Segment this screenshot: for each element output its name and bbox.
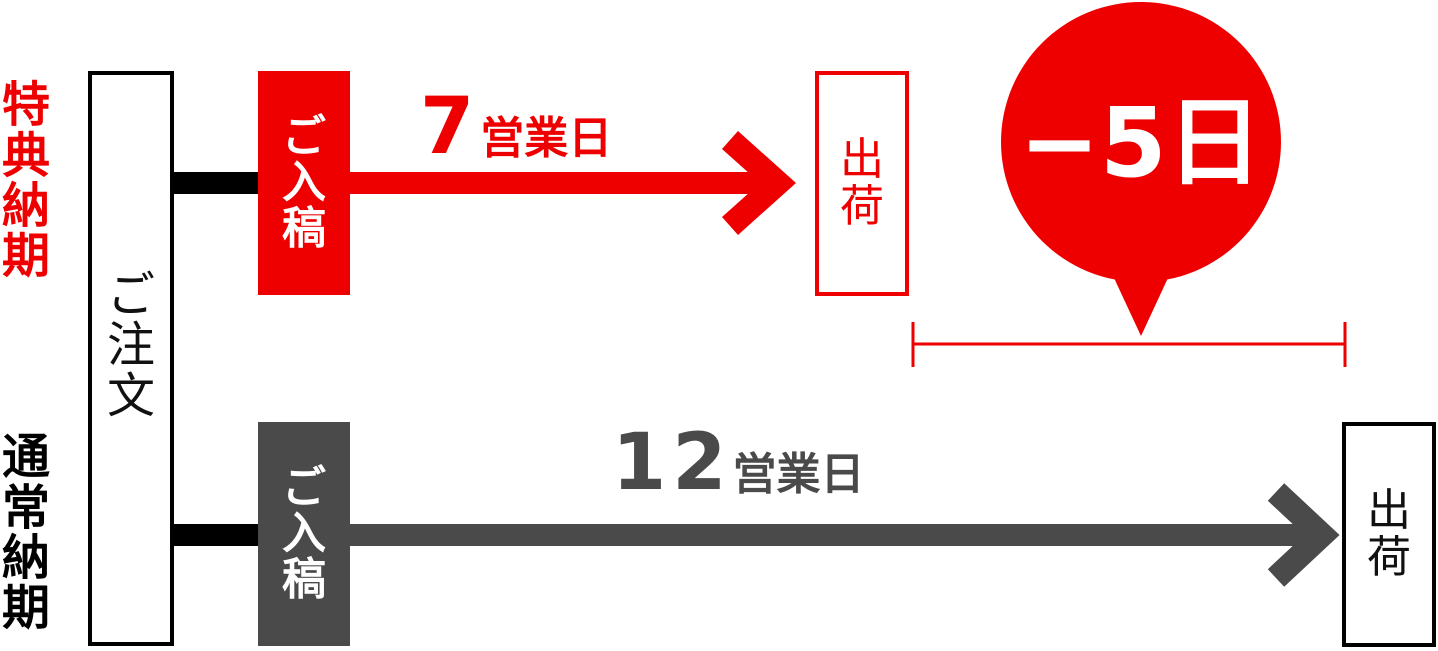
badge-text: −5日: [1019, 87, 1263, 199]
special-days-label: 7 営業日: [420, 82, 612, 172]
special-delivery-label: 特 典 納 期: [1, 77, 50, 285]
difference-bracket: [911, 322, 1347, 367]
normal-submit-label: ご 入 稿: [282, 461, 326, 606]
special-days-unit: 営業日: [480, 113, 613, 164]
badge-pin: [1001, 2, 1281, 336]
special-days-number: 7: [420, 82, 481, 172]
normal-ship-label: 出 荷: [1367, 485, 1411, 583]
normal-ship-box: 出 荷: [1342, 422, 1436, 647]
special-connector: [174, 172, 260, 194]
special-ship-label: 出 荷: [840, 134, 884, 232]
normal-connector: [174, 524, 260, 546]
special-submit-box: ご 入 稿: [258, 71, 350, 295]
special-ship-box: 出 荷: [815, 71, 909, 296]
order-label: ご 注 文: [106, 267, 155, 424]
normal-arrow: [350, 483, 1340, 587]
normal-delivery-label: 通 常 納 期: [1, 429, 50, 637]
normal-days-number: 12: [612, 418, 733, 508]
normal-submit-box: ご 入 稿: [258, 422, 350, 646]
normal-days-unit: 営業日: [732, 449, 865, 500]
normal-days-label: 12 営業日: [612, 418, 865, 508]
special-arrow: [350, 131, 796, 235]
order-box: ご 注 文: [88, 71, 174, 646]
special-submit-label: ご 入 稿: [282, 110, 326, 255]
